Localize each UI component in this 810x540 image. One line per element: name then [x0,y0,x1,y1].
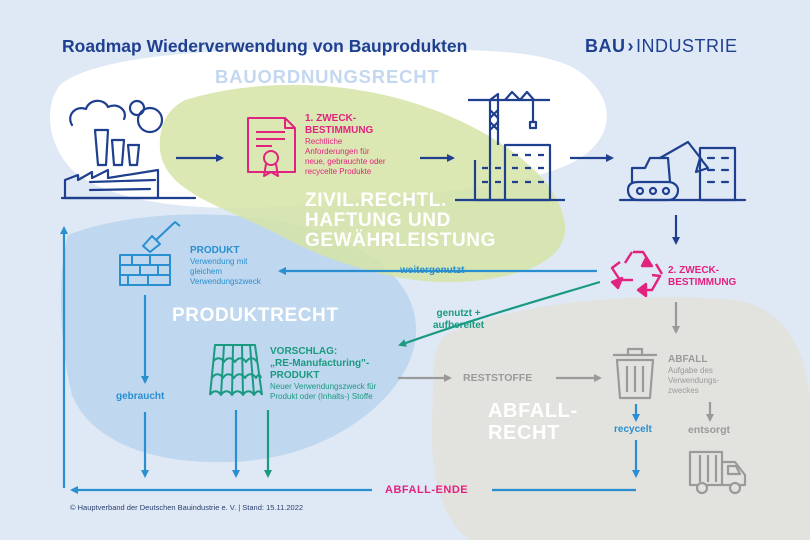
factory-icon [60,99,197,200]
footer-copyright: © Hauptverband der Deutschen Bauindustri… [70,503,304,512]
zone-label-bauordnungsrecht: BAUORDNUNGSRECHT [215,66,440,87]
zone-zivil-line3: GEWÄHRLEISTUNG [305,230,497,251]
label-genutzt-line2: aufbereitet [433,320,485,331]
zweck2-block: 2. ZWECK- BESTIMMUNG [668,265,736,289]
zone-zivil-line2: HAFTUNG UND [305,210,451,231]
zweck1-text-1: Rechtliche [305,137,343,146]
produkt-text-3: Verwendungszweck [190,277,261,286]
label-entsorgt: entsorgt [688,424,730,436]
vorschlag-text-2: Produkt oder (Inhalts-) Stoffe [270,392,373,401]
zone-abfall-line1: ABFALL- [488,400,578,422]
produkt-block: PRODUKT Verwendung mit gleichem Verwendu… [190,245,261,287]
vorschlag-block: VORSCHLAG: „RE-Manufacturing"- PRODUKT N… [270,346,376,402]
zweck1-text-4: recycelte Produkte [305,167,372,176]
certificate-icon [247,117,296,177]
vorschlag-heading-3: PRODUKT [270,370,320,381]
zone-label-abfallrecht: ABFALL- RECHT [488,400,578,444]
logo-part1: BAU [585,36,626,56]
page-title: Roadmap Wiederverwendung von Bauprodukte… [62,36,468,56]
produkt-heading: PRODUKT [190,245,240,256]
label-abfall-ende: ABFALL-ENDE [385,484,469,496]
vorschlag-text-1: Neuer Verwendungszweck für [270,382,377,391]
label-genutzt-aufbereitet: genutzt + aufbereitet [433,308,484,332]
zweck1-heading-1: 1. ZWECK- [305,113,357,124]
zweck1-block: 1. ZWECK- BESTIMMUNG Rechtliche Anforder… [305,113,386,177]
produktrecht-zone [60,214,417,463]
zone-label-zivilrecht: ZIVIL.RECHTL. HAFTUNG UND GEWÄHRLEISTUNG [305,191,496,251]
zweck2-heading-1: 2. ZWECK- [668,265,720,276]
recycle-icon [610,250,664,298]
roof-tiles-icon [209,344,263,396]
zweck1-text-2: Anforderungen für [305,147,370,156]
abfall-heading: ABFALL [668,354,708,365]
zweck1-text-3: neue, gebrauchte oder [305,157,386,166]
label-weitergenutzt: weitergenutzt [400,265,465,276]
zone-zivil-line1: ZIVIL.RECHTL. [305,190,447,211]
label-reststoffe: RESTSTOFFE [463,372,533,384]
excavator-icon [618,140,747,202]
zweck1-heading-2: BESTIMMUNG [305,125,374,136]
vorschlag-heading-2: „RE-Manufacturing"- [270,358,370,369]
zivilrecht-zone [159,84,566,283]
zweck2-heading-2: BESTIMMUNG [668,277,737,288]
logo-part2: INDUSTRIE [636,36,738,56]
bauindustrie-logo: BAU›INDUSTRIE [585,36,738,57]
vorschlag-heading-1: VORSCHLAG: [270,346,338,357]
crane-building-icon [455,90,565,202]
trash-can-icon [613,347,657,400]
abfall-text-3: zweckes [668,386,699,395]
produkt-text-2: gleichem [190,267,223,276]
flow-arrows [60,154,714,490]
produkt-text-1: Verwendung mit [190,257,248,266]
label-recycelt: recycelt [614,424,652,435]
bricks-icon [119,221,181,286]
abfall-text-2: Verwendungs- [668,376,720,385]
abfall-block: ABFALL Aufgabe des Verwendungs- zweckes [668,354,719,396]
zone-label-produktrecht: PRODUKTRECHT [172,305,339,326]
logo-chevron: › [627,36,634,56]
zone-abfall-line2: RECHT [488,422,560,444]
arrow-genutzt-aufbereitet [398,280,601,347]
garbage-truck-icon [688,450,747,495]
label-gebraucht: gebraucht [116,391,165,402]
label-genutzt-line1: genutzt + [436,308,481,319]
abfall-text-1: Aufgabe des [668,366,713,375]
